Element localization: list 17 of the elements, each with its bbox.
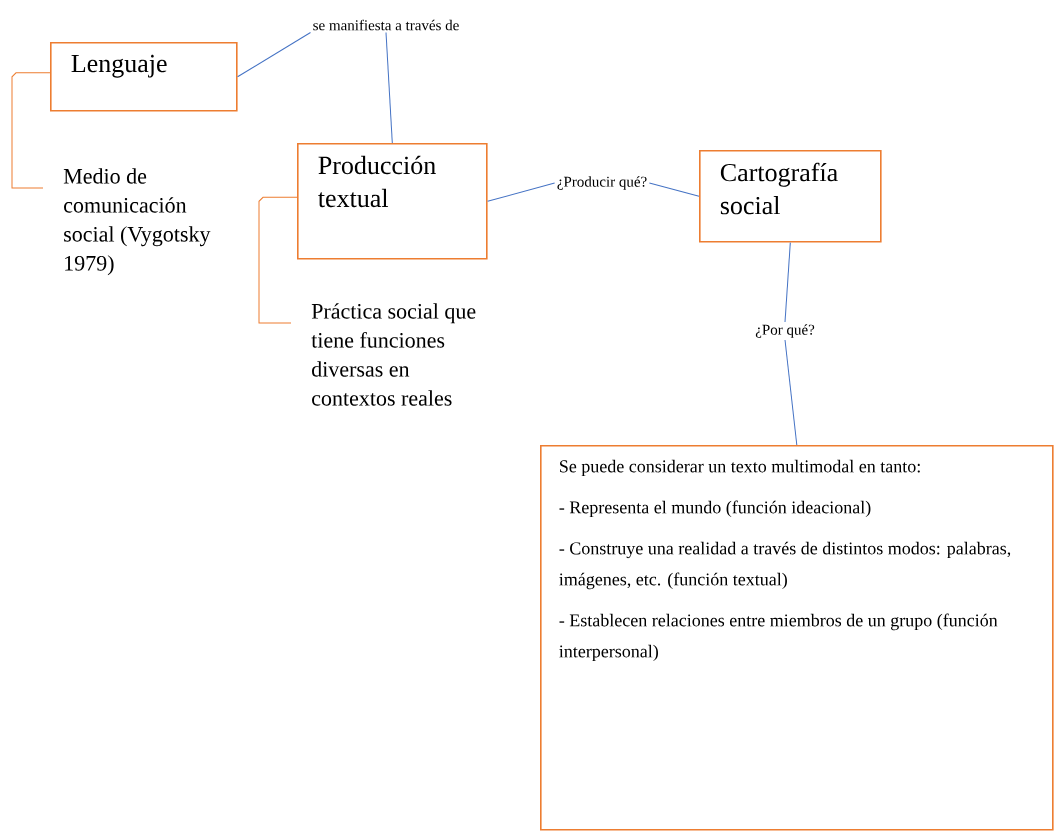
connector-line bbox=[237, 32, 311, 78]
connector-line bbox=[385, 32, 393, 144]
connector-line bbox=[784, 339, 798, 446]
connector-line bbox=[648, 182, 700, 197]
description-text: Medio de comunicación social (Vygotsky 1979) bbox=[63, 168, 211, 276]
description-text: Práctica social que tiene funciones diversas en contextos reales bbox=[311, 303, 476, 406]
concept-box: Cartografía social bbox=[699, 150, 882, 243]
concept-box: Lenguaje bbox=[50, 42, 238, 112]
connector-line bbox=[784, 242, 791, 323]
edge-label: se manifiesta a través de bbox=[313, 19, 459, 31]
connector-line bbox=[258, 196, 298, 324]
description-box: Se puede considerar un texto multimodal en tanto: - Representa el mundo (función ideacional) - Construye una realidad a través de distintos modos: palabras, imágenes, etc. (función textual) - Establecen relaciones entre miembros de un grupo (función interpersonal) bbox=[540, 445, 1054, 831]
concept-box: Producción textual bbox=[297, 143, 488, 260]
edge-label: ¿Producir qué? bbox=[557, 176, 647, 190]
edge-label: ¿Por qué? bbox=[755, 324, 815, 338]
connector-line bbox=[487, 182, 556, 202]
connector-line bbox=[11, 72, 51, 189]
